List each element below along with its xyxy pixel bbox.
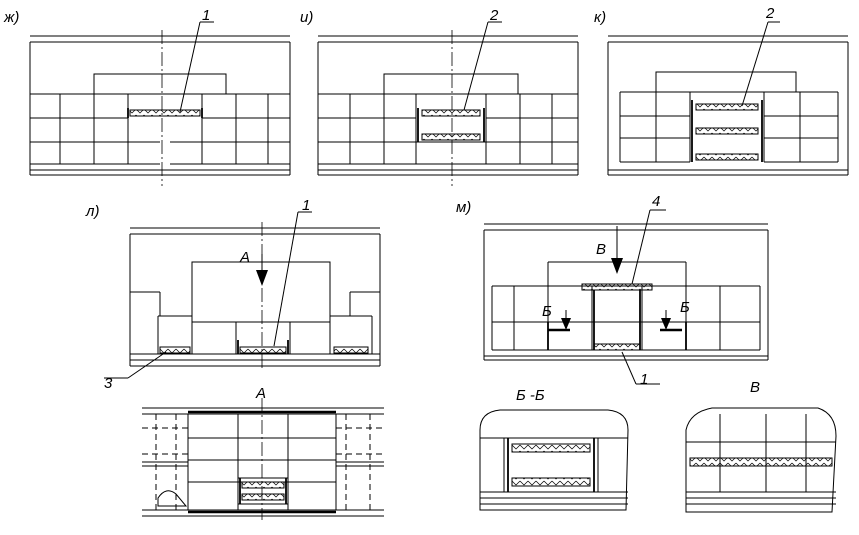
plate-k-1 — [695, 103, 759, 111]
section-label-bb: Б -Б — [516, 387, 545, 404]
panel-label-i: и) — [300, 9, 313, 26]
plate-1 — [129, 109, 201, 117]
callout-zh: 1 — [202, 7, 210, 24]
view-v: В — [685, 379, 837, 513]
plate-k-3 — [695, 153, 759, 161]
view-a: А — [142, 385, 384, 520]
section-arrow-b-right: Б — [680, 299, 690, 316]
callout-m-1: 1 — [640, 371, 648, 388]
panel-label-zh: ж) — [3, 9, 19, 26]
panel-k: к) 2 — [594, 5, 849, 176]
callout-k: 2 — [765, 5, 775, 22]
plate-k-2 — [695, 127, 759, 135]
panel-m: м) В Б Б 4 1 — [456, 193, 769, 388]
plate-1-m — [593, 343, 641, 351]
callout-i: 2 — [489, 7, 499, 24]
view-label-v: В — [750, 379, 760, 396]
panel-label-l: л) — [85, 203, 99, 220]
plate-1-l — [239, 346, 287, 354]
panel-i: и) 2 — [300, 7, 579, 186]
plate-a-top — [241, 481, 285, 489]
callout-l-1: 1 — [302, 197, 310, 214]
plate-a-bottom — [241, 493, 285, 501]
plate-2-top — [421, 109, 481, 117]
plate-bb-top — [511, 443, 591, 453]
panel-zh: ж) 1 — [3, 7, 291, 186]
plate-3-right — [333, 346, 369, 354]
callout-m-4: 4 — [652, 193, 660, 210]
view-arrow-v: В — [596, 241, 606, 258]
panel-label-m: м) — [456, 199, 471, 216]
plate-3-left — [159, 346, 191, 354]
panel-label-k: к) — [594, 9, 606, 26]
callout-l-3: 3 — [104, 375, 113, 392]
panel-l: л) А 1 3 — [85, 197, 381, 392]
plate-2-bottom — [421, 133, 481, 141]
view-arrow-a: А — [239, 249, 250, 266]
plate-4 — [581, 283, 653, 291]
section-b-b: Б -Б — [479, 387, 629, 511]
plate-bb-bottom — [511, 477, 591, 487]
plate-v — [689, 457, 833, 467]
view-label-a: А — [255, 385, 266, 402]
section-arrow-b-left: Б — [542, 303, 552, 320]
